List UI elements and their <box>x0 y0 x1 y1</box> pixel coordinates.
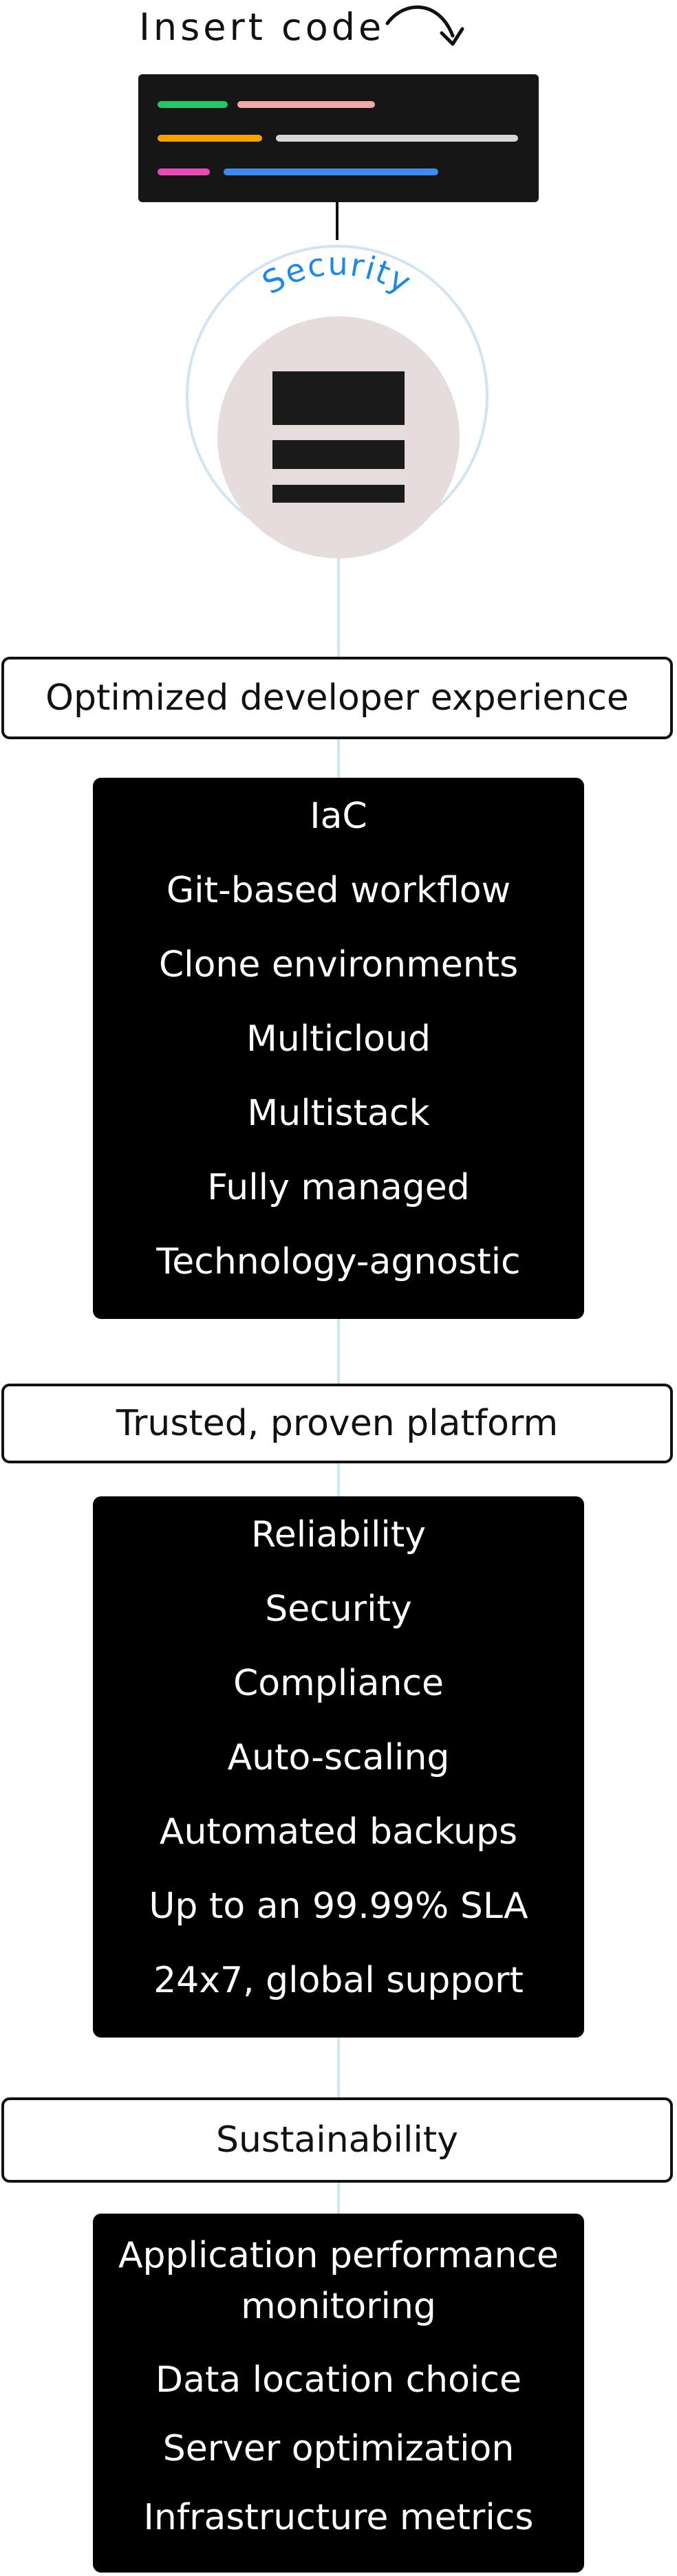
code-line <box>276 135 518 142</box>
feature-item: Up to an 99.99% SLA <box>149 1886 528 1927</box>
feature-item: Multicloud <box>246 1018 431 1060</box>
feature-item: Multistack <box>247 1093 430 1134</box>
feature-item: Reliability <box>250 1514 427 1556</box>
connector-line <box>337 1319 340 1384</box>
section-title-text: Trusted, proven platform <box>116 1403 559 1444</box>
security-arc-label: Security <box>256 245 418 301</box>
insert-code-title: Insert code <box>139 6 385 49</box>
feature-item: Data location choice <box>155 2359 522 2401</box>
section-title-trusted-platform: Trusted, proven platform <box>1 1384 673 1463</box>
feature-item: Application performance monitoring <box>118 2235 559 2327</box>
code-snippet-panel <box>138 74 539 202</box>
connector-line <box>337 1463 340 1496</box>
feature-item: Automated backups <box>159 1811 518 1853</box>
feature-item: Git-based workflow <box>166 870 511 911</box>
code-line <box>158 101 228 108</box>
connector-line <box>337 2038 340 2097</box>
feature-item: Server optimization <box>162 2428 515 2469</box>
code-line <box>237 101 375 108</box>
security-disc <box>217 316 460 558</box>
code-line <box>158 135 262 142</box>
feature-list-developer-experience: IaC Git-based workflow Clone environment… <box>93 778 584 1319</box>
feature-item: Compliance <box>233 1663 444 1704</box>
connector-line <box>337 2183 340 2214</box>
feature-item: Fully managed <box>207 1167 470 1208</box>
feature-item: Infrastructure metrics <box>143 2497 534 2538</box>
svg-text:Security: Security <box>256 245 418 301</box>
section-title-text: Sustainability <box>215 2119 459 2161</box>
feature-item: Security <box>265 1589 412 1630</box>
section-title-text: Optimized developer experience <box>45 677 629 719</box>
feature-item: Technology-agnostic <box>156 1241 521 1282</box>
feature-item: Clone environments <box>158 944 519 985</box>
section-title-developer-experience: Optimized developer experience <box>1 657 673 739</box>
curved-arrow-down-icon <box>385 5 464 46</box>
code-line <box>158 168 210 175</box>
feature-item: Auto-scaling <box>227 1737 450 1778</box>
feature-item: 24x7, global support <box>153 1960 524 2001</box>
connector-line <box>337 739 340 778</box>
feature-item: IaC <box>310 796 367 837</box>
section-title-sustainability: Sustainability <box>1 2097 673 2183</box>
feature-list-trusted-platform: Reliability Security Compliance Auto-sca… <box>93 1496 584 2038</box>
security-label: Security <box>256 245 417 301</box>
code-line <box>224 168 438 175</box>
connector-line <box>336 202 338 240</box>
feature-list-sustainability: Application performance monitoring Data … <box>93 2214 584 2573</box>
connector-line <box>337 558 340 657</box>
